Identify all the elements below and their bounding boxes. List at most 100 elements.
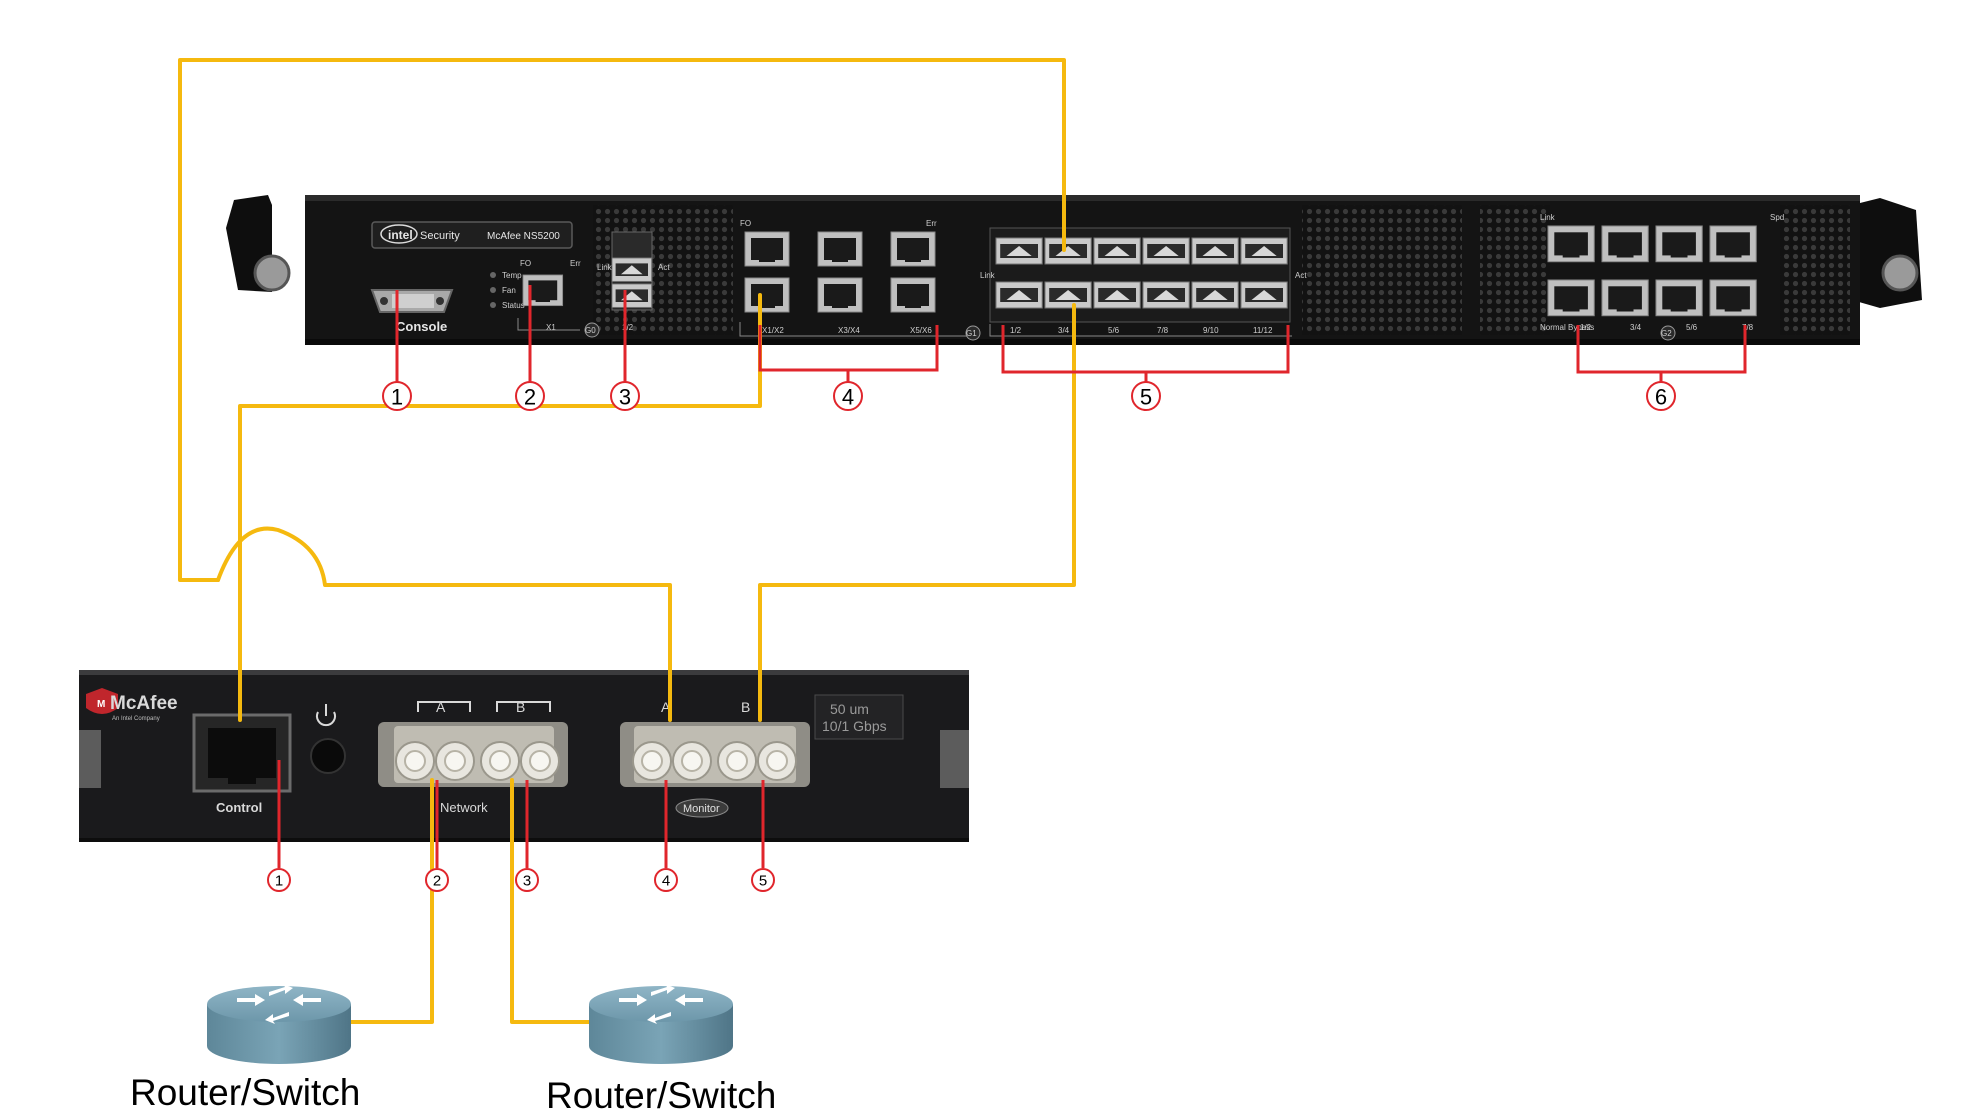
cabling	[178, 58, 1076, 1024]
router-arrows-icon	[237, 984, 321, 1024]
svg-text:Err: Err	[570, 259, 581, 268]
svg-text:1: 1	[275, 873, 283, 890]
svg-text:Link: Link	[597, 263, 613, 272]
svg-text:G0: G0	[585, 326, 596, 335]
svg-text:G1: G1	[966, 329, 977, 338]
svg-text:Spd: Spd	[1770, 213, 1784, 222]
svg-text:6: 6	[1655, 385, 1667, 410]
callout-2-top: 2	[515, 381, 545, 411]
svg-text:FO: FO	[740, 219, 751, 228]
callout-4-top: 4	[833, 381, 863, 411]
power-icon	[316, 704, 336, 727]
svg-text:4: 4	[662, 873, 670, 890]
svg-text:A: A	[436, 699, 446, 715]
module-brand: McAfee	[110, 693, 178, 714]
callout-1-bottom: 1	[267, 868, 291, 892]
svg-text:7/8: 7/8	[1157, 326, 1169, 335]
spec-line-1: 50 um	[830, 701, 869, 717]
svg-text:Normal Bypass: Normal Bypass	[1540, 323, 1594, 332]
cable-network-a-router-1	[345, 778, 434, 1024]
right-rack-ear	[1852, 198, 1922, 308]
svg-text:1/2: 1/2	[1010, 326, 1022, 335]
left-thumbscrew	[253, 254, 291, 292]
bypass-group-g2: Link Spd Normal Bypass 1/2 3/4 G2 5/6 7/…	[1540, 213, 1784, 341]
svg-text:7/8: 7/8	[1742, 323, 1754, 332]
spec-line-2: 10/1 Gbps	[822, 718, 887, 734]
svg-text:Temp: Temp	[502, 271, 522, 280]
security-text: Security	[420, 230, 460, 242]
router-1	[207, 984, 351, 1064]
svg-text:X5/X6: X5/X6	[910, 326, 932, 335]
callout-5-top: 5	[1131, 381, 1161, 411]
svg-text:B: B	[741, 699, 750, 715]
status-leds: Temp Fan Status	[490, 271, 525, 310]
callout-4-bottom: 4	[654, 868, 678, 892]
svg-text:5: 5	[1140, 385, 1152, 410]
svg-text:3/4: 3/4	[1630, 323, 1642, 332]
brand-plate	[371, 221, 573, 249]
svg-text:5/6: 5/6	[1108, 326, 1120, 335]
svg-text:1/2: 1/2	[622, 323, 634, 332]
svg-text:3/4: 3/4	[1058, 326, 1070, 335]
svg-text:3: 3	[619, 385, 631, 410]
vent-grille	[1302, 205, 1462, 335]
svg-text:5/6: 5/6	[1686, 323, 1698, 332]
x1-label: X1	[546, 323, 556, 332]
svg-text:FO: FO	[520, 259, 531, 268]
svg-text:2: 2	[524, 385, 536, 410]
callout-3-bottom: 3	[515, 868, 539, 892]
svg-text:A: A	[661, 699, 671, 715]
svg-text:2: 2	[433, 873, 441, 890]
ns5200-sensor: intel Security McAfee NS5200 Console Tem…	[226, 195, 1922, 345]
svg-text:X3/X4: X3/X4	[838, 326, 860, 335]
svg-text:B: B	[516, 699, 525, 715]
cable-network-b-router-2	[510, 778, 594, 1024]
callout-2-bottom: 2	[425, 868, 449, 892]
svg-text:1: 1	[391, 385, 403, 410]
console-port[interactable]	[370, 289, 454, 313]
control-port[interactable]	[192, 713, 292, 793]
callout-lines	[277, 285, 1747, 868]
svg-text:5: 5	[759, 873, 767, 890]
router-2	[589, 984, 733, 1064]
svg-text:1/2: 1/2	[1580, 323, 1592, 332]
monitor-label: Monitor	[683, 803, 720, 815]
module-brand-sub: An Intel Company	[112, 716, 160, 722]
cable-control-to-x1x2	[238, 293, 762, 722]
network-label: Network	[440, 800, 488, 815]
svg-text:4: 4	[842, 385, 854, 410]
svg-text:Act: Act	[658, 263, 670, 272]
cable-monitor-a	[216, 526, 672, 722]
svg-text:Fan: Fan	[502, 286, 516, 295]
svg-text:Link: Link	[980, 271, 996, 280]
svg-text:Link: Link	[1540, 213, 1556, 222]
control-label: Control	[216, 800, 262, 815]
power-button[interactable]	[310, 738, 346, 774]
sfp-group-g1: Link Act 1/2 3/4 5/6 7/8 9/10 11/12	[980, 227, 1307, 337]
svg-text:Act: Act	[1295, 271, 1307, 280]
fiber-bypass-module: M McAfee An Intel Company Control A B	[79, 670, 969, 842]
svg-text:3: 3	[523, 873, 531, 890]
svg-text:X1/X2: X1/X2	[762, 326, 784, 335]
vent-grille	[1480, 205, 1550, 335]
intel-logo-text: intel	[388, 228, 413, 242]
right-thumbscrew	[1881, 254, 1919, 292]
svg-text:Err: Err	[926, 219, 937, 228]
model-text: McAfee NS5200	[487, 231, 560, 242]
network-group: A B Network	[378, 699, 568, 815]
router-2-label: Router/Switch	[546, 1075, 776, 1112]
cable-monitor-b	[758, 303, 1076, 722]
svg-text:M: M	[97, 699, 105, 710]
rj45-group-g1: FO Err X1/X2 X3/X4 X5/X6 G1	[739, 219, 981, 341]
svg-text:G2: G2	[1661, 329, 1672, 338]
sfp-port-g0-1-2[interactable]	[611, 231, 653, 311]
console-label: Console	[396, 319, 447, 334]
vent-grille	[1780, 205, 1850, 335]
svg-text:9/10: 9/10	[1203, 326, 1219, 335]
svg-text:Status: Status	[502, 301, 525, 310]
callout-6-top: 6	[1646, 381, 1676, 411]
callout-5-bottom: 5	[751, 868, 775, 892]
callout-3-top: 3	[610, 381, 640, 411]
callout-1-top: 1	[382, 381, 412, 411]
